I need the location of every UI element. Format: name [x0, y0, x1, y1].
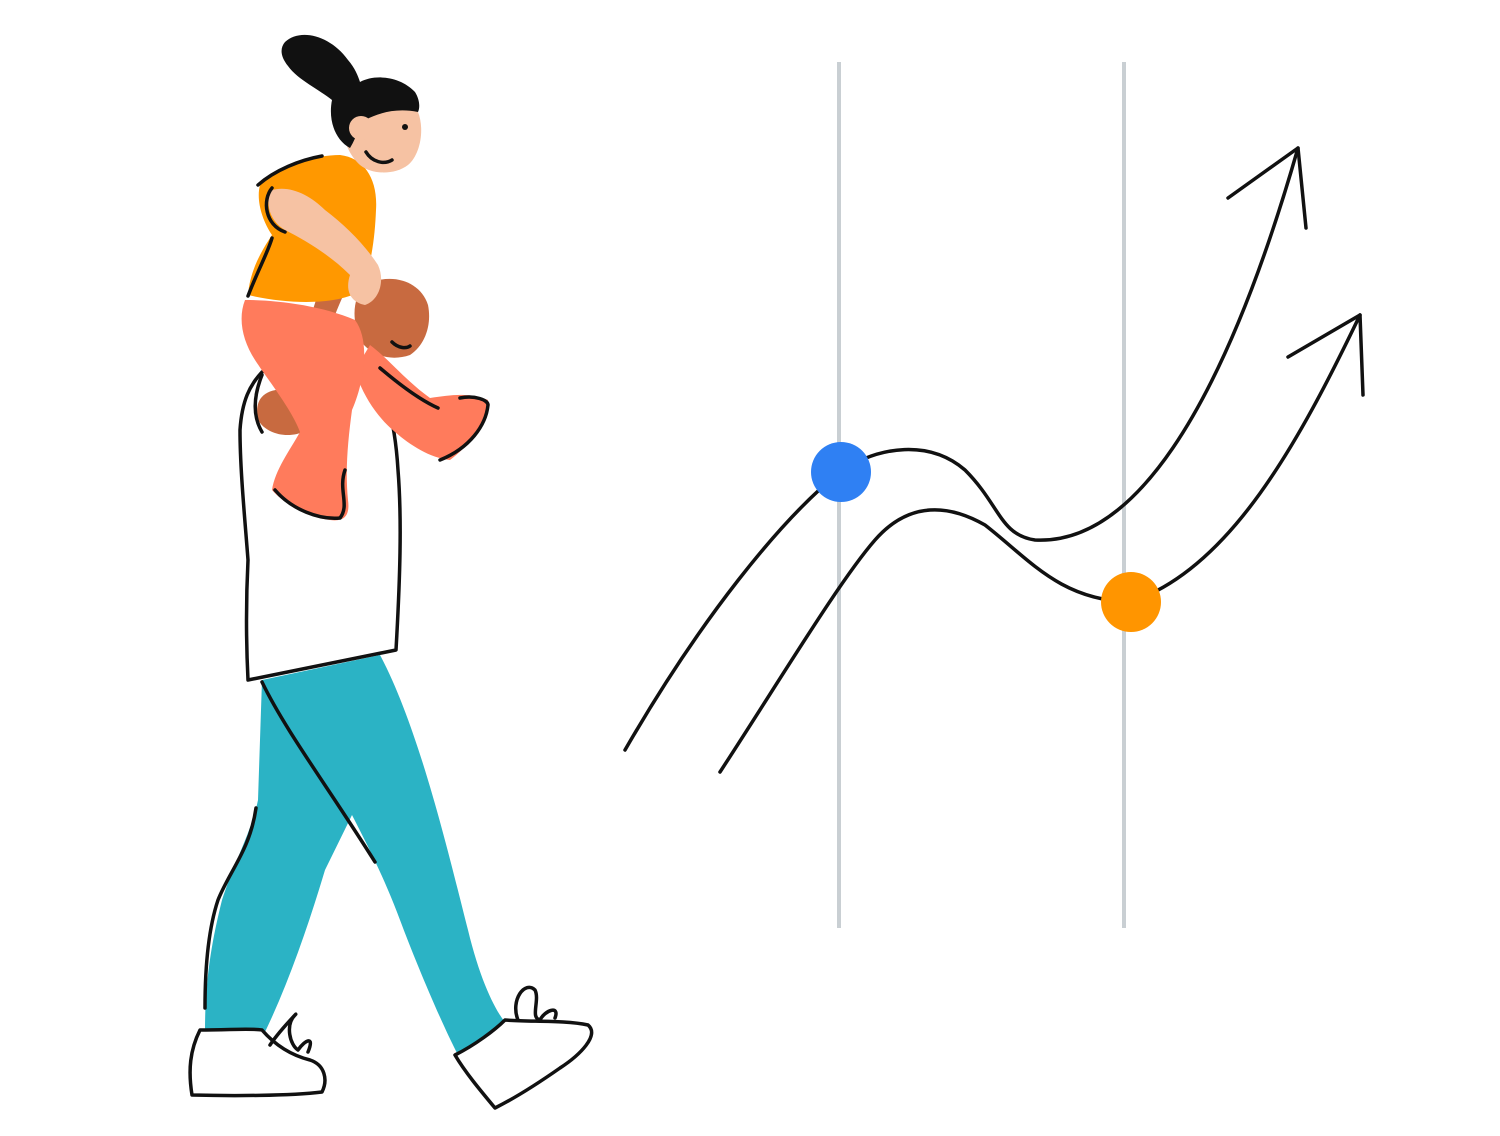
trend-line-upper: [623, 146, 1300, 752]
adult-arm-outline: [253, 373, 264, 434]
adult-pants-outline: [260, 680, 377, 864]
orange-dot-icon: [1101, 572, 1161, 632]
trend-graphic: [623, 62, 1365, 928]
arrow-head-upper: [1226, 146, 1308, 230]
blue-dot-icon: [811, 442, 871, 502]
child-leg-back-outline: [273, 468, 347, 520]
adult-pants-outline-left: [203, 806, 258, 1010]
child-shirt-outline: [246, 154, 324, 298]
trend-line-lower: [718, 313, 1362, 774]
adult-shoe-right: [453, 1018, 594, 1110]
arrow-head-lower: [1286, 313, 1365, 397]
child-arm-outline: [264, 186, 287, 234]
child-ear: [349, 116, 373, 140]
adult-pants: [205, 655, 505, 1055]
child-leg-front-outline: [378, 366, 490, 462]
adult-shoe-left: [188, 1027, 327, 1098]
adult-shoe-right-lace: [514, 985, 558, 1022]
child-hair: [281, 34, 420, 148]
adult-face-smile: [390, 340, 412, 350]
child-smile: [364, 150, 394, 165]
child-legs-back: [241, 300, 365, 521]
child-arm: [268, 188, 382, 305]
child-eye: [402, 124, 408, 130]
adult-shoe-left-lace: [268, 1012, 313, 1054]
people-figure: [188, 34, 594, 1110]
